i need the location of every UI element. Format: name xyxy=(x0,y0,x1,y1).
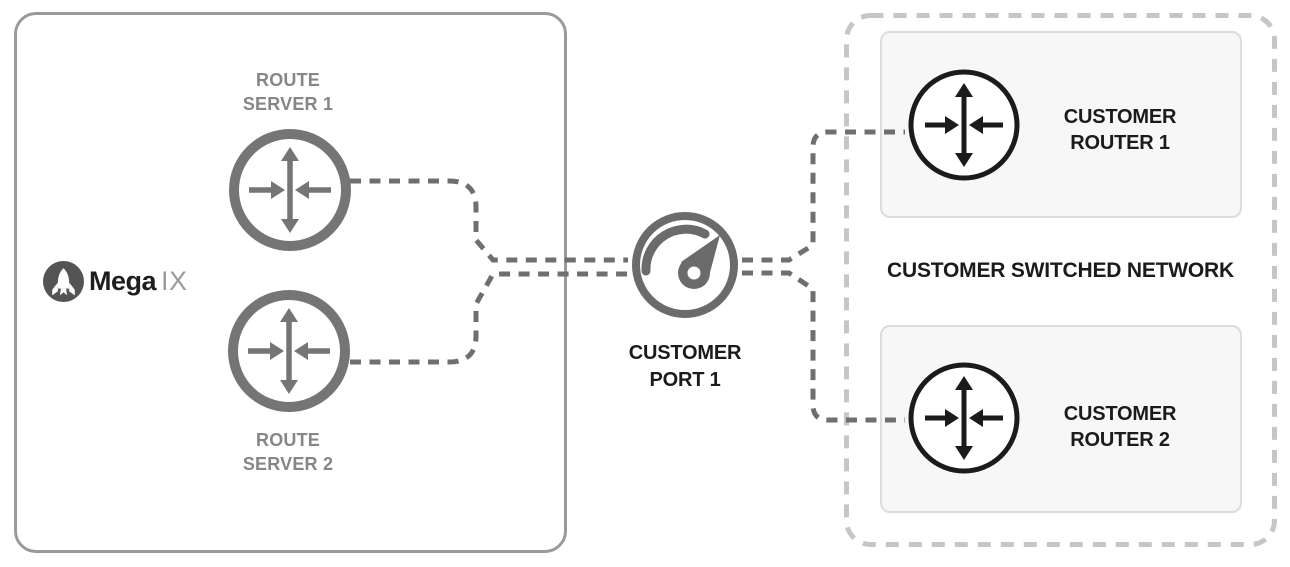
logo-text-ix: IX xyxy=(161,266,188,296)
customer-router-2-router-icon xyxy=(908,362,1020,474)
customer-router-2-label: CUSTOMER ROUTER 2 xyxy=(1063,403,1177,451)
logo-text-mega: Mega xyxy=(89,266,157,296)
route-server-2-label: ROUTE SERVER 2 xyxy=(242,430,334,474)
customer-port-1-label: CUSTOMER PORT 1 xyxy=(628,342,742,391)
rocket-icon xyxy=(43,261,84,302)
route-server-1-router-icon xyxy=(229,129,351,251)
route-server-1-label: ROUTE SERVER 1 xyxy=(242,70,334,114)
route-server-2-router-icon xyxy=(228,290,350,412)
customer-router-1-label: CUSTOMER ROUTER 1 xyxy=(1063,106,1177,154)
customer-switched-network-title: CUSTOMER SWITCHED NETWORK xyxy=(887,259,1234,282)
megaix-logo: Mega IX xyxy=(43,261,188,302)
customer-router-1-router-icon xyxy=(908,69,1020,181)
customer-port-gauge-icon xyxy=(632,212,738,318)
